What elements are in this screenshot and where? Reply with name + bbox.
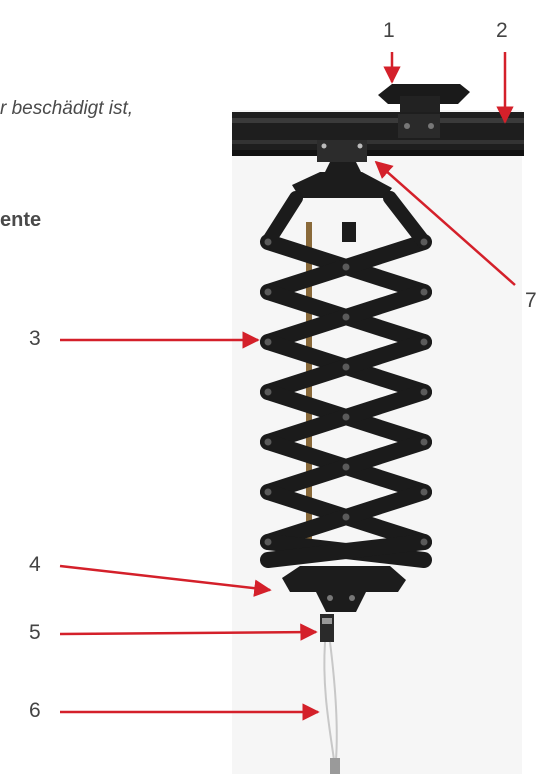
pivot-rivets <box>264 238 428 546</box>
callout-label-7: 7 <box>525 289 537 312</box>
callout-label-3: 3 <box>29 327 41 350</box>
section-heading-fragment: ente <box>0 209 42 231</box>
pantograph-head <box>292 162 392 242</box>
trolley-plate <box>317 140 367 162</box>
callout-arrows <box>59 52 516 721</box>
callout-label-1: 1 <box>383 19 395 42</box>
bottom-bracket <box>282 566 406 612</box>
bracket-bolt <box>428 123 434 129</box>
scissor-upper-links <box>261 191 431 249</box>
rail-carriage <box>378 84 470 116</box>
spigot-collar <box>322 618 332 624</box>
ceiling-rail <box>232 112 524 156</box>
bracket-bolt <box>404 123 410 129</box>
cable-hook <box>330 758 340 774</box>
callout-label-6: 6 <box>29 699 41 722</box>
body-text-fragment: r beschädigt ist, <box>0 98 134 119</box>
callout-label-2: 2 <box>496 19 508 42</box>
safety-cable <box>323 641 338 761</box>
callout-label-4: 4 <box>29 553 41 576</box>
callout-label-5: 5 <box>29 621 41 644</box>
